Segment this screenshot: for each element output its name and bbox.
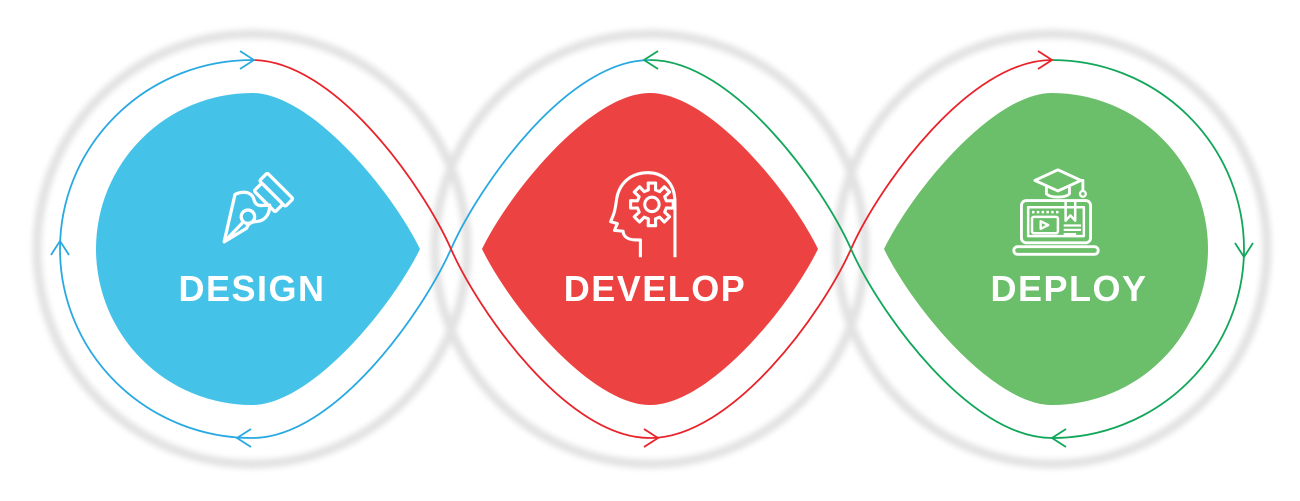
gear-icon bbox=[629, 181, 675, 228]
arrow-right-icon bbox=[643, 428, 660, 448]
arrow-right-icon bbox=[239, 50, 256, 70]
laptop-base bbox=[1012, 245, 1100, 256]
flow-lines bbox=[59, 59, 1245, 439]
video-player-icon bbox=[1030, 215, 1060, 235]
design-shape bbox=[96, 93, 420, 405]
head-gear-icon bbox=[602, 166, 698, 262]
step-shapes bbox=[96, 93, 1208, 405]
arrow-up-icon bbox=[50, 239, 70, 256]
graduation-cap-icon bbox=[1033, 168, 1083, 193]
bookmark-ribbon-icon bbox=[1064, 201, 1077, 222]
flow-line-red bbox=[251, 59, 1053, 439]
flow-line-green bbox=[649, 59, 1245, 439]
design-label: DESIGN bbox=[178, 268, 326, 309]
develop-label: DEVELOP bbox=[563, 268, 747, 309]
develop-shape bbox=[482, 93, 818, 405]
arrow-left-icon bbox=[1050, 428, 1067, 448]
develop-ring-shadow bbox=[430, 29, 870, 469]
laptop-screen bbox=[1020, 199, 1092, 245]
arrow-left-icon bbox=[235, 428, 252, 448]
arrow-down-icon bbox=[1234, 242, 1254, 259]
ring-shadows bbox=[32, 29, 1272, 469]
pen-nib-icon bbox=[204, 166, 300, 262]
flow-arrowheads bbox=[50, 50, 1254, 448]
design-ring-shadow bbox=[32, 29, 472, 469]
arrow-left-icon bbox=[642, 50, 659, 70]
arrow-right-icon bbox=[1037, 50, 1054, 70]
laptop-graduation-cap-icon bbox=[1008, 166, 1104, 262]
deploy-ring-shadow bbox=[832, 29, 1272, 469]
deploy-shape bbox=[884, 93, 1208, 405]
flow-line-blue bbox=[59, 59, 651, 439]
deploy-label: DEPLOY bbox=[990, 268, 1148, 309]
play-icon bbox=[1039, 220, 1050, 231]
